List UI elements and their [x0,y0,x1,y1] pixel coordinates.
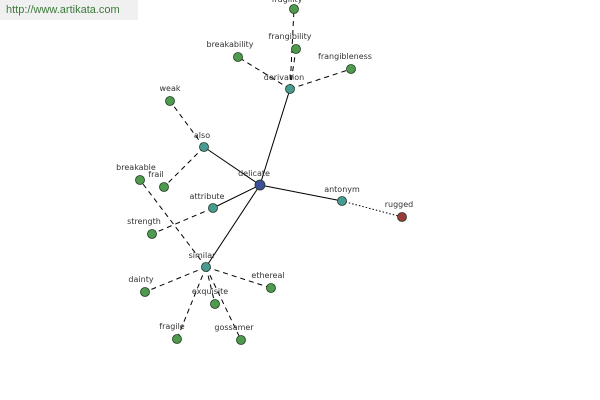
edge-similar-gossamer [205,266,242,341]
node-rugged[interactable]: rugged [385,200,414,222]
node-fragile[interactable]: fragile [159,322,185,344]
node-frail[interactable]: frail [148,170,169,192]
node-dot-breakability[interactable] [233,52,243,62]
node-dot-similar[interactable] [201,262,211,272]
node-dot-fragility[interactable] [289,4,299,14]
edge-delicate-antonym [259,184,343,202]
edge-similar-breakable [139,179,207,268]
node-dot-dainty[interactable] [140,287,150,297]
node-label-strength: strength [127,217,161,226]
node-derivation[interactable]: derivation [264,73,304,94]
node-dot-attribute[interactable] [208,203,218,213]
node-frangibility[interactable]: frangibility [269,32,312,54]
edge-attribute-strength [151,207,214,235]
node-label-attribute: attribute [190,192,225,201]
edge-similar-dainty [144,266,207,293]
edge-delicate-attribute [212,184,261,209]
node-label-derivation: derivation [264,73,304,82]
node-dot-fragile[interactable] [172,334,182,344]
node-fragility[interactable]: fragility [272,0,303,14]
node-label-gossamer: gossamer [214,323,254,332]
edge-similar-fragile [176,266,207,340]
node-label-breakable: breakable [116,163,156,172]
node-dot-antonym[interactable] [337,196,347,206]
node-dot-also[interactable] [199,142,209,152]
edge-also-frail [163,146,205,188]
node-attribute[interactable]: attribute [190,192,225,213]
node-label-delicate: delicate [238,169,270,178]
node-dot-delicate[interactable] [254,179,266,191]
node-label-weak: weak [160,84,181,93]
node-also[interactable]: also [194,131,210,152]
node-strength[interactable]: strength [127,217,161,239]
node-weak[interactable]: weak [160,84,181,106]
node-label-dainty: dainty [128,275,153,284]
edge-derivation-frangibility [289,48,297,90]
edge-similar-ethereal [205,266,272,289]
node-label-ethereal: ethereal [251,271,284,280]
node-label-similar: similar [189,251,217,260]
node-similar[interactable]: similar [189,251,217,272]
node-label-frail: frail [148,170,163,179]
node-label-breakability: breakability [206,40,253,49]
nodes-layer: delicate derivation also attribute similar an… [116,0,413,345]
node-label-frangibleness: frangibleness [318,52,372,61]
edge-similar-exquisite [205,266,216,305]
node-dot-rugged[interactable] [397,212,407,222]
node-dainty[interactable]: dainty [128,275,154,297]
node-frangibleness[interactable]: frangibleness [318,52,372,74]
edge-derivation-breakability [237,56,291,90]
node-label-antonym: antonym [324,185,360,194]
node-breakable[interactable]: breakable [116,163,156,185]
node-delicate[interactable]: delicate [238,169,270,191]
edge-delicate-similar [205,184,261,268]
node-label-rugged: rugged [385,200,414,209]
node-dot-frangibility[interactable] [291,44,301,54]
node-dot-ethereal[interactable] [266,283,276,293]
edge-delicate-also [203,146,261,186]
node-dot-strength[interactable] [147,229,157,239]
edge-delicate-derivation [259,88,291,186]
node-label-frangibility: frangibility [269,32,312,41]
node-ethereal[interactable]: ethereal [251,271,285,293]
node-dot-frail[interactable] [159,182,169,192]
node-dot-exquisite[interactable] [210,299,220,309]
node-label-fragility: fragility [272,0,303,4]
node-label-fragile: fragile [159,322,185,331]
node-breakability[interactable]: breakability [206,40,254,62]
node-exquisite[interactable]: exquisite [192,287,228,309]
node-label-exquisite: exquisite [192,287,228,296]
node-dot-frangibleness[interactable] [346,64,356,74]
node-dot-gossamer[interactable] [236,335,246,345]
node-label-also: also [194,131,210,140]
node-dot-breakable[interactable] [135,175,145,185]
node-antonym[interactable]: antonym [324,185,360,206]
edge-derivation-frangibleness [289,68,352,90]
node-gossamer[interactable]: gossamer [214,323,254,345]
watermark-url[interactable]: http://www.artikata.com [0,0,138,20]
node-dot-weak[interactable] [165,96,175,106]
edge-also-weak [169,100,205,148]
node-dot-derivation[interactable] [285,84,295,94]
